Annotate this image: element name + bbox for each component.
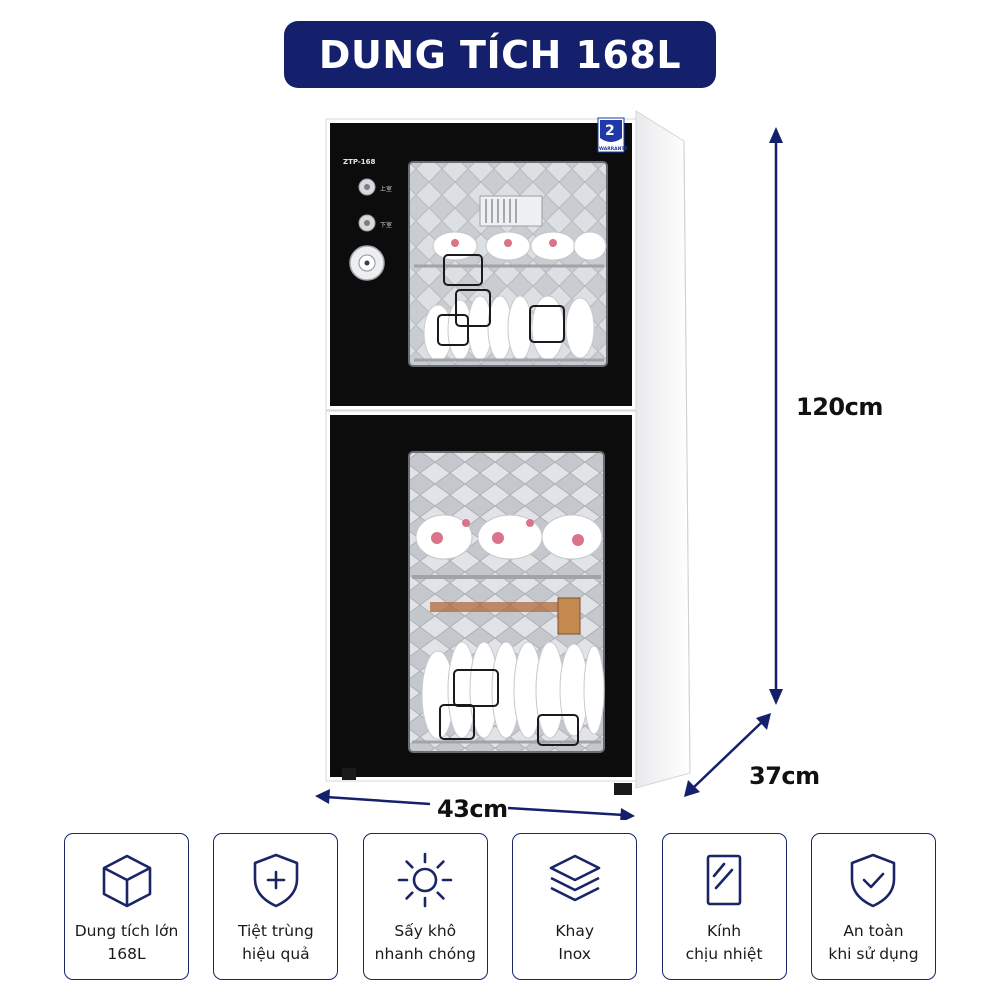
depth-label: 37cm	[749, 762, 820, 790]
warranty-number: 2	[605, 123, 615, 139]
feature-card-glass: Kính chịu nhiệt	[661, 833, 787, 980]
model-label: ZTP-168	[343, 158, 376, 166]
warranty-badge: 2 WARRANTY	[597, 117, 628, 153]
layers-icon	[549, 854, 600, 902]
depth-dimension-arrow	[684, 713, 771, 797]
glass-panel-icon	[706, 854, 742, 906]
sun-icon	[397, 852, 453, 908]
feature-label-line2: hiệu quả	[242, 945, 310, 963]
feature-label-line1: Dung tích lớn	[74, 922, 179, 940]
feature-list: Dung tích lớn 168L Tiệt trùng hiệu quả	[64, 833, 936, 980]
feature-label-line1: Tiệt trùng	[238, 922, 314, 940]
height-dimension-arrow	[769, 127, 783, 705]
feature-label-line1: Kính	[706, 922, 742, 940]
width-dimension-arrow	[315, 789, 635, 820]
feature-label-line2: nhanh chóng	[374, 945, 476, 963]
feature-card-sterilize: Tiệt trùng hiệu quả	[213, 833, 339, 980]
product-illustration: ZTP-168 上室 下室 2 WARRANTY	[315, 110, 783, 820]
feature-card-tray: Khay Inox	[512, 833, 638, 980]
feature-card-capacity: Dung tích lớn 168L	[64, 833, 189, 980]
feature-label-line1: Sấy khô	[394, 922, 457, 940]
feature-label-line2: Inox	[558, 945, 591, 963]
control-dial[interactable]	[349, 245, 385, 281]
knob-bottom-label: 下室	[380, 221, 392, 229]
shield-check-icon	[851, 853, 896, 908]
warranty-text: WARRANTY	[599, 146, 628, 152]
feature-card-safety: An toàn khi sử dụng	[810, 833, 936, 980]
knob-top-label: 上室	[380, 185, 392, 193]
feature-label-line2: khi sử dụng	[828, 945, 919, 963]
lower-knob[interactable]	[358, 214, 376, 232]
shield-plus-icon	[253, 853, 299, 908]
feature-card-drying: Sấy khô nhanh chóng	[362, 833, 488, 980]
upper-knob[interactable]	[358, 178, 376, 196]
cabinet-side	[635, 110, 691, 789]
cabinet-lower-door	[325, 410, 637, 795]
cabinet-upper-door: ZTP-168 上室 下室 2 WARRANTY	[325, 117, 637, 411]
title-banner: DUNG TÍCH 168L	[284, 21, 716, 88]
feature-label-line1: An toàn	[843, 922, 904, 940]
feature-label-line1: Khay	[555, 922, 594, 940]
width-label: 43cm	[437, 795, 508, 823]
feature-label-line2: chịu nhiệt	[685, 945, 763, 963]
height-label: 120cm	[796, 393, 883, 421]
feature-label-line2: 168L	[107, 945, 146, 963]
page-title: DUNG TÍCH 168L	[318, 32, 682, 77]
cube-icon	[102, 854, 151, 908]
